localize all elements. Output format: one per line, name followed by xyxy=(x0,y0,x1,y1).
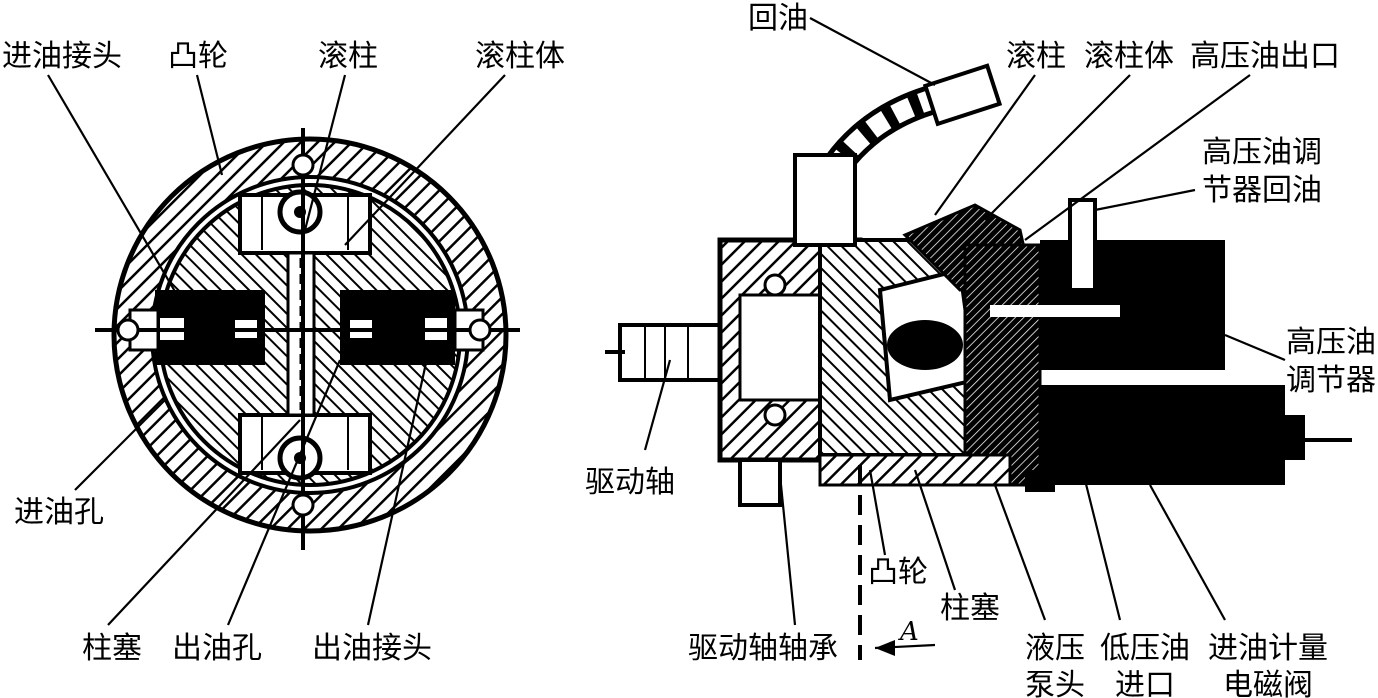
label-roller-body-left: 滚柱体 xyxy=(475,39,565,74)
metering-solenoid xyxy=(1040,385,1285,485)
label-plunger-left: 柱塞 xyxy=(82,631,142,666)
label-hp-regulator-return-1: 高压油调 xyxy=(1202,135,1322,170)
label-roller-body-right: 滚柱体 xyxy=(1084,39,1174,74)
label-hp-regulator-1: 高压油 xyxy=(1286,325,1376,360)
left-leader-lines xyxy=(47,74,506,626)
label-low-pressure-inlet-2: 进口 xyxy=(1115,668,1175,698)
right-side-section xyxy=(605,63,1352,660)
label-hp-regulator-2: 调节器 xyxy=(1286,363,1376,398)
label-view-marker: A xyxy=(898,617,919,647)
label-outlet-fitting: 出油接头 xyxy=(312,631,432,666)
label-hp-regulator-return-2: 节器回油 xyxy=(1202,173,1322,208)
label-metering-valve-1: 进油计量 xyxy=(1208,631,1328,666)
label-plunger-right: 柱塞 xyxy=(940,591,1000,626)
left-cross-section xyxy=(95,128,520,550)
label-low-pressure-inlet-1: 低压油 xyxy=(1100,631,1190,666)
label-hydraulic-head-1: 液压 xyxy=(1025,631,1085,666)
label-hp-outlet: 高压油出口 xyxy=(1190,39,1340,74)
right-leader-lines xyxy=(643,17,1286,626)
label-roller-right: 滚柱 xyxy=(1006,39,1066,74)
label-inlet-fitting: 进油接头 xyxy=(2,39,122,74)
hydraulic-head xyxy=(963,243,1042,487)
label-drive-shaft-bearing: 驱动轴轴承 xyxy=(688,631,838,666)
label-return-oil: 回油 xyxy=(748,1,808,36)
label-drive-shaft: 驱动轴 xyxy=(585,465,675,500)
label-hydraulic-head-2: 泵头 xyxy=(1025,668,1085,698)
label-metering-valve-2: 电磁阀 xyxy=(1223,668,1313,698)
label-outlet-hole: 出油孔 xyxy=(172,631,262,666)
label-inlet-hole: 进油孔 xyxy=(14,495,104,530)
label-cam-left: 凸轮 xyxy=(168,39,228,74)
label-roller-left: 滚柱 xyxy=(318,39,378,74)
label-cam-right: 凸轮 xyxy=(868,555,928,590)
drive-shaft xyxy=(618,323,727,382)
